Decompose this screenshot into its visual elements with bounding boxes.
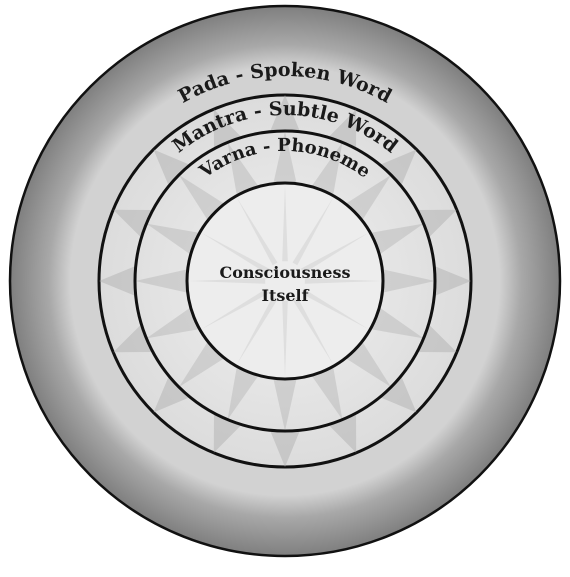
center-label-line1: Consciousness (219, 263, 350, 282)
center-label-line2: Itself (261, 286, 309, 305)
